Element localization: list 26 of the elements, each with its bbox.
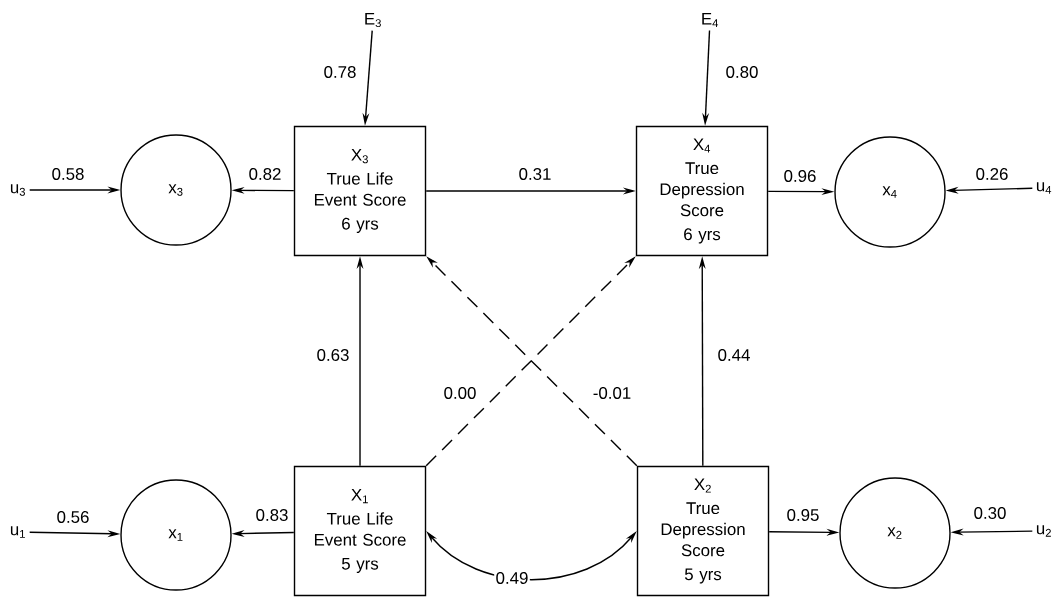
path-coefficient: 0.31 <box>517 166 553 182</box>
path-coefficient: 0.58 <box>50 166 86 182</box>
error-term-label: u$_{2}$ <box>1036 525 1051 537</box>
path-coefficient: 0.00 <box>442 385 478 401</box>
variable-box: X$_{2}$ True Depression Score 5 yrs <box>636 465 770 597</box>
path-coefficient: 0.82 <box>247 166 283 182</box>
path-coefficient: 0.63 <box>315 347 351 363</box>
path-coefficient: 0.30 <box>972 505 1008 521</box>
error-term-label: E$_{3}$ <box>365 12 381 28</box>
path-coefficient: 0.49 <box>494 570 530 586</box>
path-coefficient: 0.96 <box>782 168 818 184</box>
path-coefficient: 0.80 <box>724 64 760 80</box>
path-coefficient: -0.01 <box>591 385 633 401</box>
path-coefficient: 0.26 <box>974 166 1010 182</box>
error-term-label: u$_{3}$ <box>10 184 25 196</box>
path-coefficient: 0.78 <box>322 64 358 80</box>
variable-box: X$_{4}$ True Depression Score 6 yrs <box>635 125 769 257</box>
path-coefficient: 0.56 <box>55 509 91 525</box>
path-coefficient: 0.83 <box>254 507 290 523</box>
path-coefficient: 0.95 <box>785 507 821 523</box>
variable-box: X$_{3}$ True Life Event Score 6 yrs <box>293 125 427 257</box>
error-term-label: E$_{4}$ <box>702 12 719 28</box>
variable-box: X$_{1}$ True Life Event Score 5 yrs <box>293 465 427 597</box>
error-term-label: u$_{1}$ <box>10 526 25 538</box>
path-coefficient: 0.44 <box>716 347 752 363</box>
error-term-label: u$_{4}$ <box>1036 182 1052 194</box>
